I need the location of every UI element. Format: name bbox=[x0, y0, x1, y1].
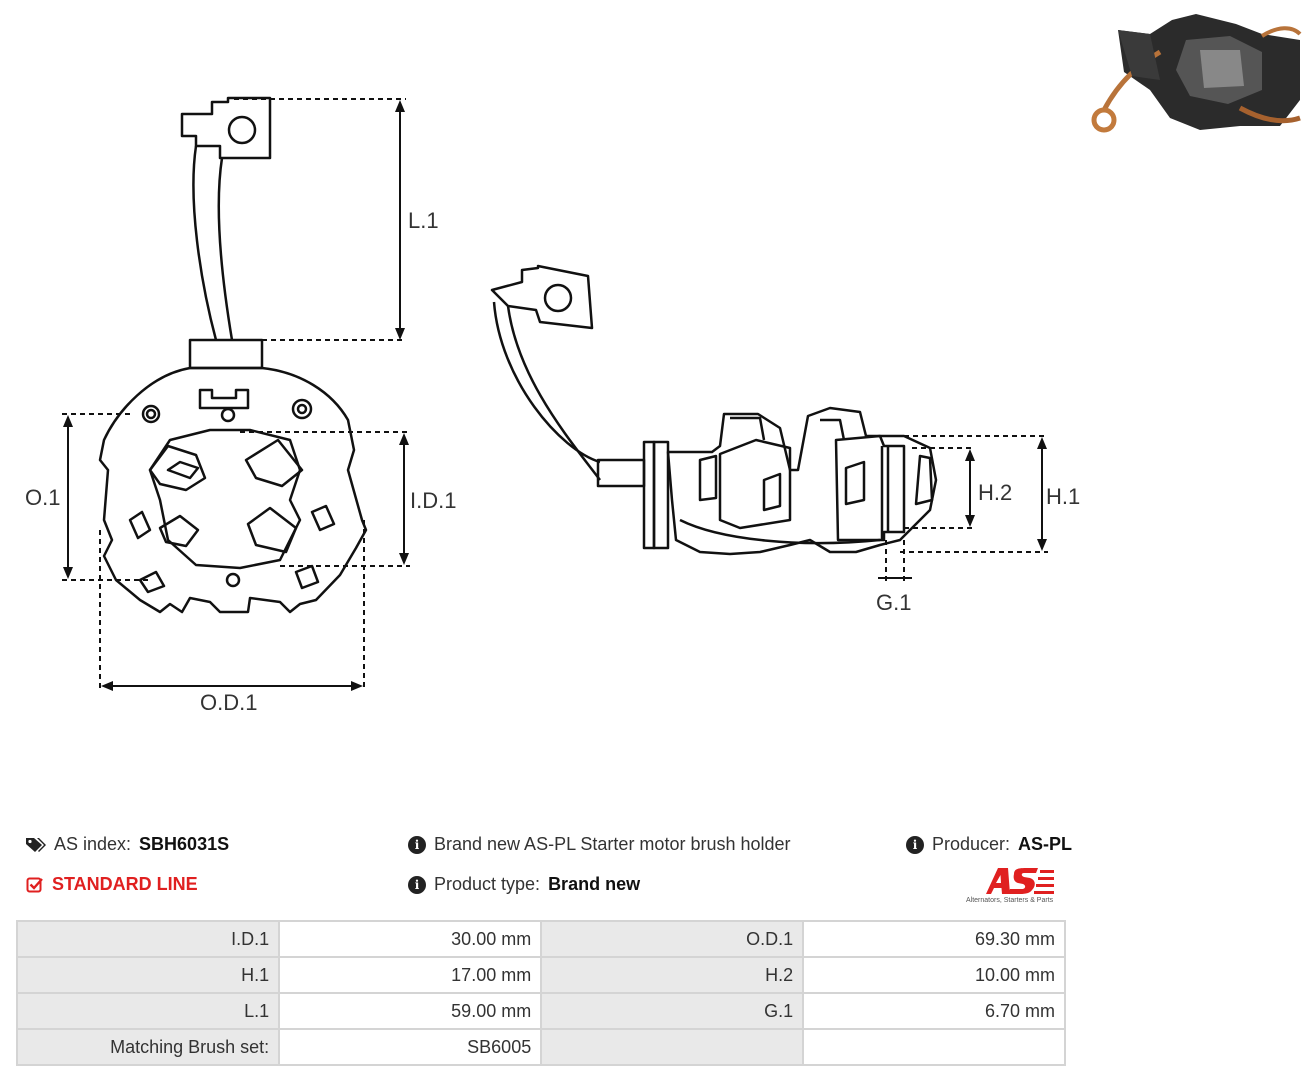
as-index-value: SBH6031S bbox=[139, 834, 230, 854]
spec-value: 30.00 mm bbox=[278, 920, 543, 958]
product-type: i Product type: Brand new bbox=[408, 874, 640, 895]
tag-icon bbox=[26, 837, 46, 852]
spec-label: I.D.1 bbox=[15, 920, 281, 958]
spec-value: 69.30 mm bbox=[802, 920, 1066, 958]
spec-value: 17.00 mm bbox=[278, 956, 543, 994]
dim-label-id1: I.D.1 bbox=[410, 488, 456, 513]
as-logo bbox=[986, 868, 1054, 894]
description: i Brand new AS-PL Starter motor brush ho… bbox=[408, 834, 791, 855]
table-row: Matching Brush set: SB6005 bbox=[15, 1028, 1066, 1066]
spec-value: 10.00 mm bbox=[802, 956, 1066, 994]
standard-line-text: STANDARD LINE bbox=[52, 874, 198, 894]
dim-label-l1: L.1 bbox=[408, 208, 439, 233]
technical-drawing: L.1 O.1 I.D.1 O.D.1 H.2 H.1 G.1 bbox=[25, 14, 1302, 715]
as-index: AS index: SBH6031S bbox=[26, 834, 229, 855]
as-index-label: AS index: bbox=[54, 834, 132, 854]
dim-label-o1: O.1 bbox=[25, 485, 60, 510]
description-text: Brand new AS-PL Starter motor brush hold… bbox=[434, 834, 791, 854]
product-type-label: Product type: bbox=[434, 874, 541, 894]
producer-value: AS-PL bbox=[1018, 834, 1073, 854]
table-row: I.D.1 30.00 mm O.D.1 69.30 mm bbox=[15, 920, 1066, 958]
spec-label: H.1 bbox=[15, 956, 281, 994]
spec-label: Matching Brush set: bbox=[15, 1028, 281, 1066]
info-icon: i bbox=[906, 835, 924, 854]
product-photo bbox=[1091, 14, 1302, 133]
spec-label bbox=[540, 1028, 805, 1066]
specs-table: I.D.1 30.00 mm O.D.1 69.30 mm H.1 17.00 … bbox=[15, 920, 1066, 1066]
product-type-value: Brand new bbox=[548, 874, 641, 894]
spec-value: 6.70 mm bbox=[802, 992, 1066, 1030]
spec-value: 59.00 mm bbox=[278, 992, 543, 1030]
spec-label: G.1 bbox=[540, 992, 805, 1030]
spec-value bbox=[802, 1028, 1066, 1066]
dim-label-od1: O.D.1 bbox=[200, 690, 257, 715]
spec-label: O.D.1 bbox=[540, 920, 805, 958]
check-square-icon bbox=[26, 877, 43, 892]
producer: i Producer: AS-PL bbox=[906, 834, 1072, 855]
logo-tagline: Alternators, Starters & Parts bbox=[966, 897, 1054, 904]
dim-label-g1: G.1 bbox=[876, 590, 911, 615]
producer-label: Producer: bbox=[932, 834, 1011, 854]
table-row: L.1 59.00 mm G.1 6.70 mm bbox=[15, 992, 1066, 1030]
dim-label-h1: H.1 bbox=[1046, 484, 1080, 509]
spec-label: L.1 bbox=[15, 992, 281, 1030]
table-row: H.1 17.00 mm H.2 10.00 mm bbox=[15, 956, 1066, 994]
standard-line: STANDARD LINE bbox=[26, 874, 198, 895]
spec-value: SB6005 bbox=[278, 1028, 543, 1066]
info-icon: i bbox=[408, 835, 426, 854]
dim-label-h2: H.2 bbox=[978, 480, 1012, 505]
spec-label: H.2 bbox=[540, 956, 805, 994]
info-icon: i bbox=[408, 875, 426, 894]
